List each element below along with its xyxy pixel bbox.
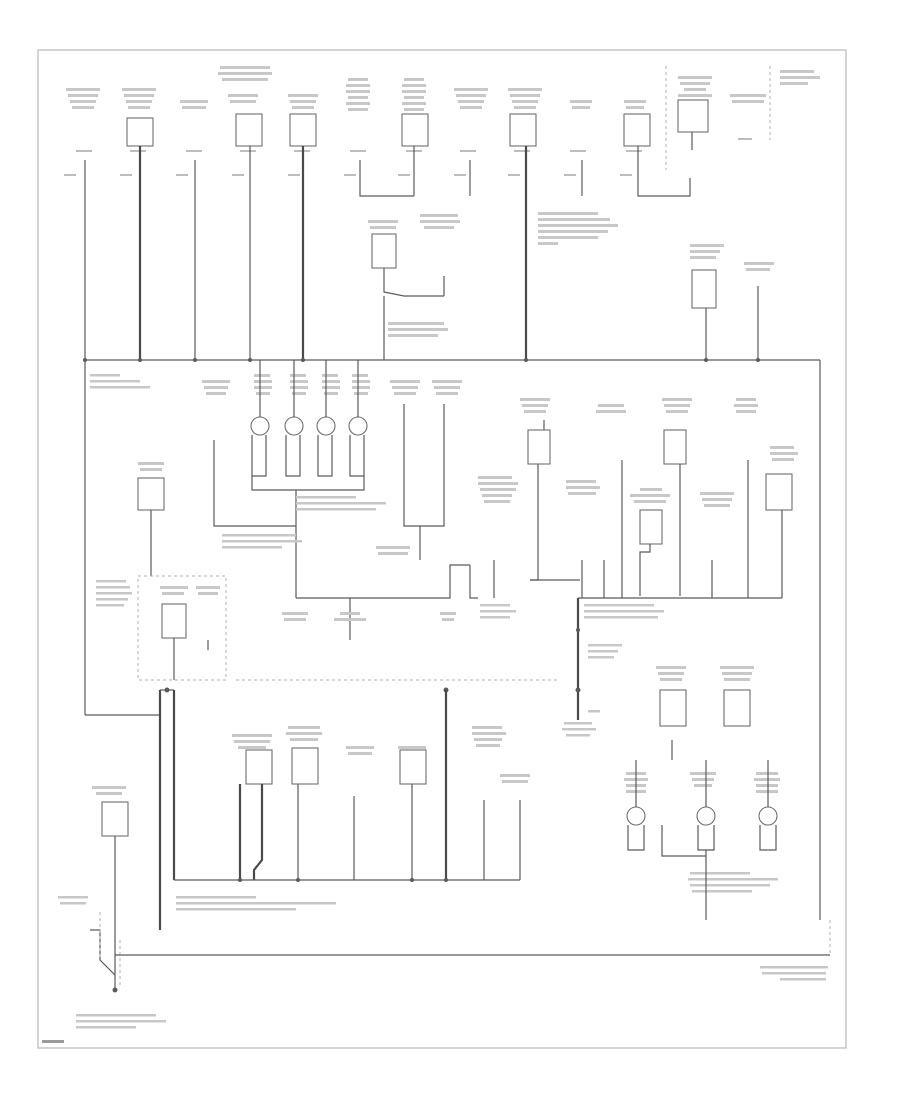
upper-switch-group [368,212,774,360]
top-component-box-11 [623,113,651,147]
lower-right-lamp-box-b [723,689,751,727]
inner-module-dashed-box [137,575,227,681]
lower-component-box-2 [291,747,319,785]
lower-component-box-3 [399,749,427,785]
lamp-4-bulb [348,416,368,436]
top-wires [84,66,771,360]
top-pin-labels [64,138,752,176]
middle-lamp-box-a [527,429,551,465]
top-component-box-5 [289,113,317,147]
diagram-frame [37,49,847,1049]
lower-lamp-1-bulb [626,806,646,826]
top-component-box-2 [126,117,154,147]
lower-lamp-3-bulb [758,806,778,826]
upper-ground-bus [83,358,821,920]
lamp-1-bulb [250,416,270,436]
top-component-row [64,66,820,176]
middle-lamp-box-b [663,429,687,465]
lower-ground-group [58,666,831,1029]
lower-sensor-box [101,801,129,837]
upper-right-relay-box [691,269,717,309]
upper-switch-box [371,233,397,269]
middle-right-box [639,509,663,545]
top-component-box-7 [401,113,429,147]
lamp-3-bulb [316,416,336,436]
page-reference-mark [42,1040,64,1043]
middle-lamp-group [85,360,798,737]
top-label-placeholders [66,66,820,111]
lower-lamp-2-bulb [696,806,716,826]
right-indicator-box [765,473,793,511]
lower-component-box-1 [245,749,273,785]
top-component-box-12 [677,99,709,133]
middle-left-sensor-box [137,477,165,511]
top-component-box-4 [235,113,263,147]
top-component-box-9 [509,113,537,147]
lamp-2-bulb [284,416,304,436]
lower-right-lamp-box-a [659,689,687,727]
inner-module-box [161,603,187,639]
